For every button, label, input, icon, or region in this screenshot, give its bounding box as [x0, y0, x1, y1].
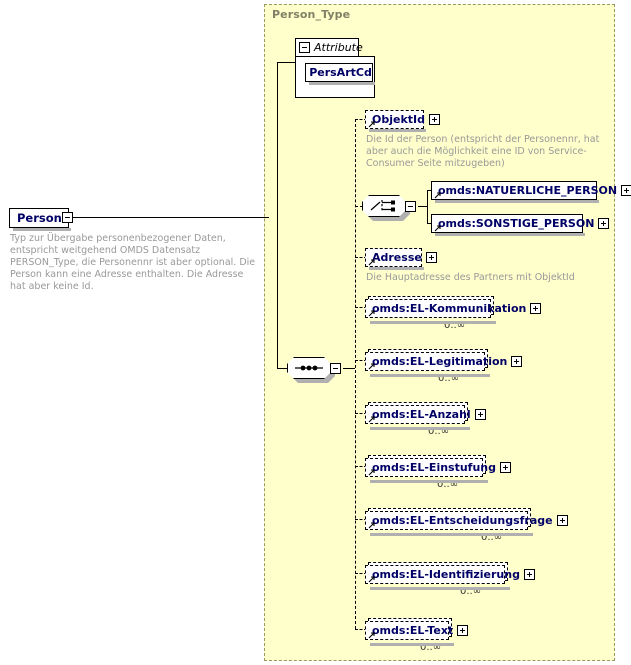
connector-type-spine	[277, 62, 278, 368]
element-el-identifizierung-label: omds:EL-Identifizierung	[372, 568, 520, 581]
element-el-anzahl[interactable]: omds:EL-Anzahl	[365, 405, 486, 424]
choice-octagon-icon	[362, 195, 406, 217]
element-sonstige-person[interactable]: omds:SONSTIGE_PERSON	[431, 214, 610, 236]
choice-compositor[interactable]	[362, 195, 416, 221]
connector-to-el-einstufung	[355, 466, 367, 467]
element-adresse-documentation: Die Hauptadresse des Partners mit Objekt…	[366, 272, 575, 283]
element-el-kommunikation[interactable]: omds:EL-Kommunikation	[365, 299, 542, 318]
el-anzahl-plus-icon[interactable]	[474, 409, 486, 420]
connector-sequence-out	[343, 368, 355, 369]
connector-to-el-entscheidungsfrage	[355, 519, 367, 520]
element-objektid-label: ObjektId	[372, 113, 425, 126]
connector-to-el-identifizierung	[355, 573, 367, 574]
connector-to-el-legitimation	[355, 360, 367, 361]
attribute-group-header[interactable]: Attribute	[295, 38, 363, 57]
element-el-text-label: omds:EL-Text	[372, 624, 454, 637]
adresse-plus-icon[interactable]	[425, 252, 437, 263]
element-el-anzahl-label: omds:EL-Anzahl	[372, 408, 471, 421]
element-el-kommunikation-label: omds:EL-Kommunikation	[372, 302, 527, 315]
sequence-minus-icon[interactable]	[330, 362, 341, 374]
connector-to-el-text	[355, 629, 367, 630]
attribute-persartcd-label: PersArtCd	[309, 66, 372, 79]
element-sonstige-person-label: omds:SONSTIGE_PERSON	[438, 217, 595, 230]
el-identifizierung-plus-icon[interactable]	[523, 569, 535, 580]
el-legitimation-plus-icon[interactable]	[511, 356, 523, 367]
el-text-plus-icon[interactable]	[457, 625, 469, 636]
el-anzahl-cardinality: 0..∞	[428, 426, 450, 437]
el-kommunikation-cardinality: 0..∞	[444, 320, 466, 331]
natuerliche-person-plus-icon[interactable]	[621, 185, 631, 196]
element-natuerliche-person[interactable]: omds:NATUERLICHE_PERSON	[431, 181, 631, 203]
connector-choice-bus	[427, 190, 428, 223]
el-legitimation-cardinality: 0..∞	[438, 373, 460, 384]
objektid-plus-icon[interactable]	[429, 114, 440, 125]
connector-person-to-type	[73, 217, 269, 218]
element-el-einstufung[interactable]: omds:EL-Einstufung	[365, 458, 512, 477]
element-objektid-documentation: Die Id der Person (entspricht der Person…	[366, 134, 600, 169]
type-panel-title: Person_Type	[272, 8, 351, 21]
connector-spine-to-sequence	[277, 368, 287, 369]
element-el-legitimation[interactable]: omds:EL-Legitimation	[365, 352, 523, 371]
element-person-label: Person	[17, 211, 62, 225]
connector-spine-to-attribute	[277, 62, 295, 63]
el-text-cardinality: 0..∞	[420, 642, 442, 653]
connector-to-objektid	[355, 119, 367, 120]
connector-children-bus	[355, 119, 356, 629]
el-entscheidungsfrage-plus-icon[interactable]	[556, 515, 568, 526]
el-einstufung-plus-icon[interactable]	[500, 462, 512, 473]
element-el-entscheidungsfrage-label: omds:EL-Entscheidungsfrage	[372, 514, 553, 527]
element-person[interactable]: Person	[9, 208, 71, 231]
el-identifizierung-cardinality: 0..∞	[460, 586, 482, 597]
sonstige-person-plus-icon[interactable]	[598, 218, 610, 229]
element-el-identifizierung[interactable]: omds:EL-Identifizierung	[365, 565, 535, 584]
connector-to-choice	[355, 206, 363, 207]
element-el-text[interactable]: omds:EL-Text	[365, 621, 469, 640]
el-entscheidungsfrage-cardinality: 0..∞	[481, 532, 503, 543]
attribute-minus-icon[interactable]	[299, 42, 310, 53]
sequence-compositor[interactable]	[287, 357, 341, 383]
attribute-group-label: Attribute	[314, 41, 363, 54]
type-panel-person-type	[264, 4, 615, 661]
connector-choice-branch-1	[427, 190, 433, 191]
person-minus-icon[interactable]	[62, 212, 73, 223]
element-natuerliche-person-label: omds:NATUERLICHE_PERSON	[438, 184, 618, 197]
attribute-persartcd[interactable]: PersArtCd	[305, 63, 375, 85]
connector-to-adresse	[355, 257, 367, 258]
element-el-einstufung-label: omds:EL-Einstufung	[372, 461, 497, 474]
el-einstufung-cardinality: 0..∞	[437, 479, 459, 490]
element-adresse[interactable]: Adresse	[365, 248, 437, 270]
connector-to-el-kommunikation	[355, 307, 367, 308]
element-objektid[interactable]: ObjektId	[365, 110, 440, 132]
sequence-octagon-icon	[287, 357, 331, 379]
connector-choice-out	[418, 206, 427, 207]
element-el-legitimation-label: omds:EL-Legitimation	[372, 355, 508, 368]
connector-choice-branch-2	[427, 223, 433, 224]
element-person-documentation: Typ zur Übergabe personenbezogener Daten…	[10, 233, 256, 292]
element-adresse-label: Adresse	[372, 251, 422, 264]
el-kommunikation-plus-icon[interactable]	[530, 303, 542, 314]
choice-minus-icon[interactable]	[405, 200, 416, 212]
element-el-entscheidungsfrage[interactable]: omds:EL-Entscheidungsfrage	[365, 511, 568, 530]
connector-to-el-anzahl	[355, 413, 367, 414]
